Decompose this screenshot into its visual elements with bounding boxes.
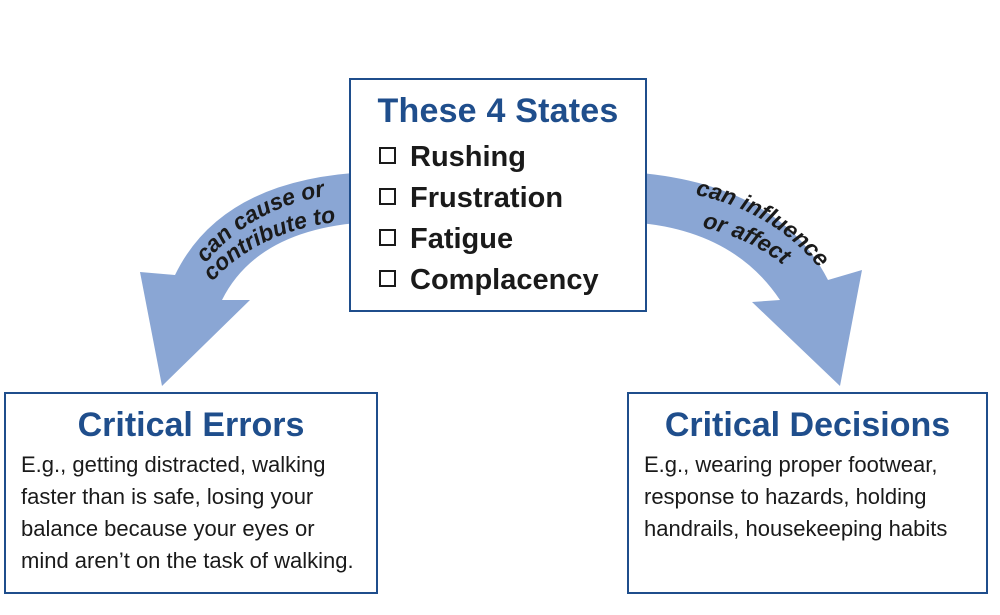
critical-decisions-title: Critical Decisions [664,406,951,444]
critical-errors-title: Critical Errors [77,406,305,444]
states-list: Rushing Frustration Fatigue Complacency [351,137,645,301]
left-curved-arrow [140,172,370,386]
critical-decisions-description: E.g., wearing proper footwear, response … [644,452,948,541]
right-curved-arrow [628,172,862,386]
state-label: Rushing [410,141,526,173]
state-label: Fatigue [410,223,514,255]
state-item-complacency: Complacency [379,260,645,301]
state-item-rushing: Rushing [379,137,645,178]
critical-errors-description: E.g., getting distracted, walking faster… [21,452,354,573]
checkbox-icon [379,147,396,164]
state-item-frustration: Frustration [379,178,645,219]
critical-decisions-box: Critical Decisions E.g., wearing proper … [627,392,988,594]
states-title: These 4 States [377,92,619,130]
states-box: These 4 States Rushing Frustration Fatig… [349,78,647,312]
checkbox-icon [379,188,396,205]
checkbox-icon [379,270,396,287]
state-label: Frustration [410,182,564,214]
critical-errors-box: Critical Errors E.g., getting distracted… [4,392,378,594]
state-item-fatigue: Fatigue [379,219,645,260]
state-label: Complacency [410,264,599,296]
checkbox-icon [379,229,396,246]
